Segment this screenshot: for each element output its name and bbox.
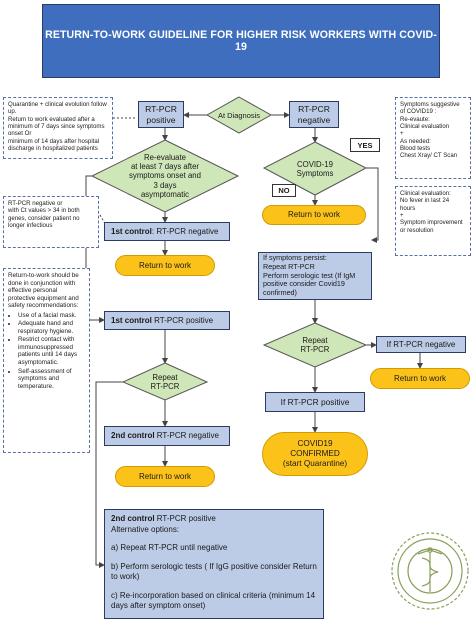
if-pcr-negative-box: If RT-PCR negative (376, 336, 466, 353)
diamond-reevaluate (90, 139, 240, 213)
return-to-work-oval-3: Return to work (115, 466, 215, 487)
symptoms-suggestive-note: Symptoms suggestive of COVID19 : Re-evau… (395, 97, 471, 179)
return-to-work-oval-4: Return to work (370, 368, 470, 389)
rtpcr-negative-note: RT-PCR negative or with Ct values > 34 i… (3, 196, 99, 248)
return-to-work-oval-2: Return to work (262, 205, 366, 225)
first-control-positive-box: 1st control RT-PCR positive (104, 311, 230, 330)
diamond-repeat-right (262, 322, 368, 368)
institution-seal-icon (391, 532, 469, 610)
return-to-work-recommendations-note: Return-to-work should be done in conjunc… (3, 268, 90, 453)
if-symptoms-persist-box: If symptoms persist:Repeat RT-PCR Perfor… (258, 252, 372, 300)
diamond-covid-symptoms (262, 141, 368, 196)
diamond-diagnosis (205, 96, 273, 134)
diagnosis-text: At Diagnosis (217, 110, 261, 120)
guideline-title: RETURN-TO-WORK GUIDELINE FOR HIGHER RISK… (42, 4, 440, 78)
if-pcr-positive-box: If RT-PCR positive (265, 392, 365, 412)
clinical-evaluation-note: Clinical evaluation: No fever in last 24… (395, 186, 471, 256)
return-to-work-oval-1: Return to work (115, 255, 215, 276)
diamond-repeat-left (121, 362, 209, 401)
first-control-negative-box: 1st control: RT-PCR negative (104, 222, 230, 241)
yes-label: YES (350, 138, 380, 152)
alternative-options-box: 2nd control RT-PCR positive Alternative … (104, 509, 324, 619)
second-control-negative-box: 2nd control RT-PCR negative (104, 426, 230, 446)
quarantine-note: Quarantine + clinical evolution follow u… (3, 97, 113, 159)
no-label: NO (272, 184, 296, 197)
